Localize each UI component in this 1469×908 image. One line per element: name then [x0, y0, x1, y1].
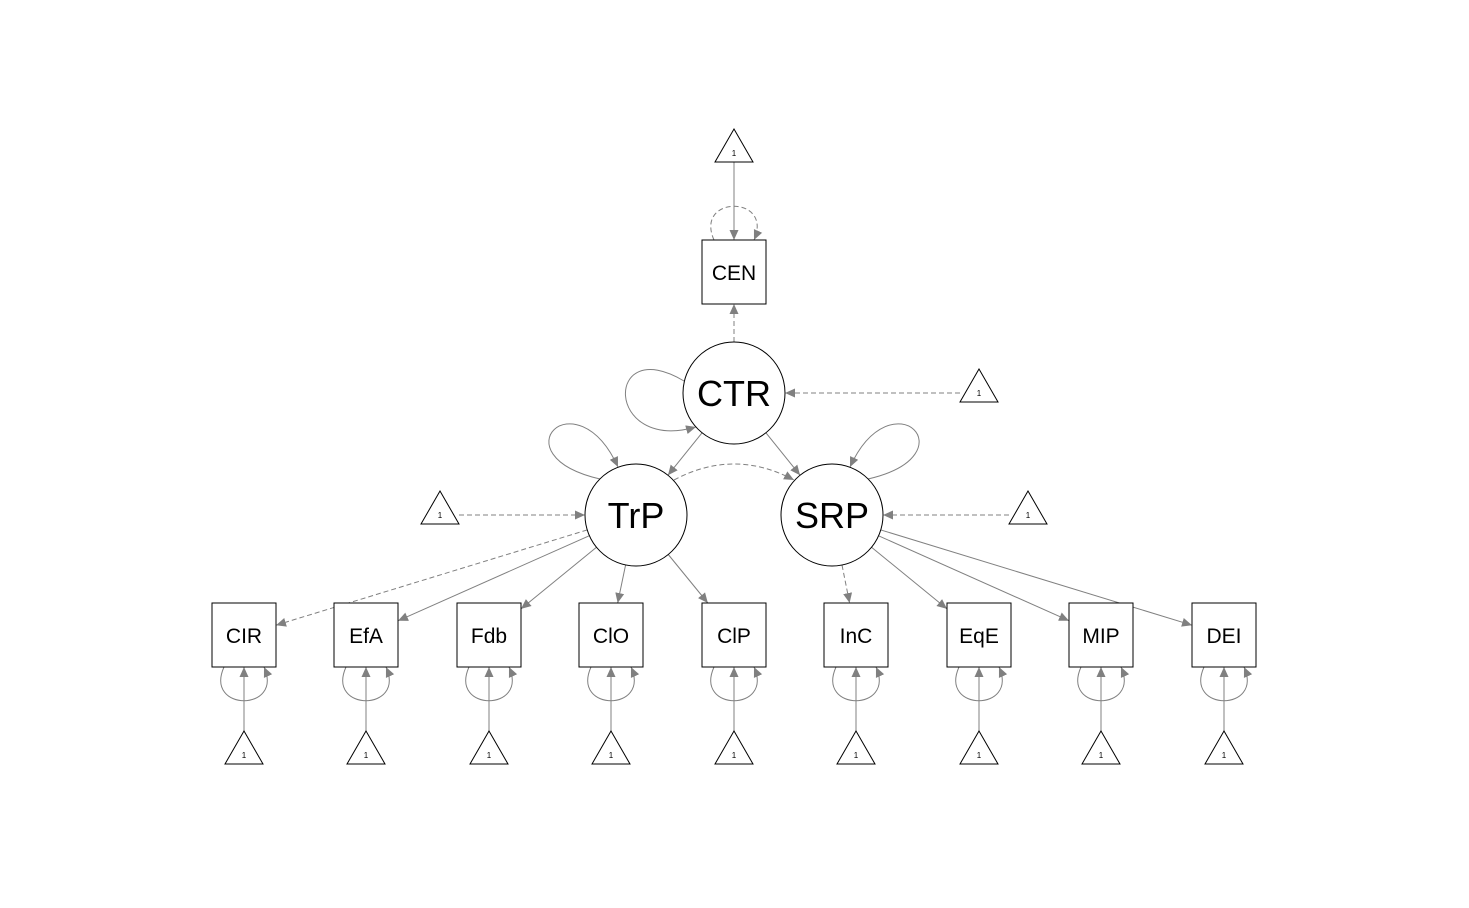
intercept-label-SRP: 1	[1026, 511, 1031, 520]
manifest-label-ClO: ClO	[593, 625, 629, 648]
intercept-triangle-DEI	[1204, 729, 1244, 765]
intercept-label-InC: 1	[854, 751, 859, 760]
residual-variance-DEI	[1200, 656, 1253, 702]
manifest-label-InC: InC	[840, 625, 873, 648]
manifest-label-DEI: DEI	[1206, 625, 1241, 648]
loading-CTR-TrP	[667, 432, 703, 476]
intercept-label-EfA: 1	[364, 751, 369, 760]
residual-variance-TrP	[548, 423, 619, 486]
residual-variance-CIR	[220, 656, 273, 702]
loading-CTR-SRP	[765, 432, 801, 476]
residual-variance-EfA	[342, 656, 395, 702]
intercept-label-MIP: 1	[1099, 751, 1104, 760]
intercept-triangle-EfA	[346, 729, 386, 765]
latent-SRP	[780, 463, 884, 567]
intercept-label-DEI: 1	[1222, 751, 1227, 760]
intercept-triangle-EqE	[959, 729, 999, 765]
intercept-triangle-CIR	[224, 729, 264, 765]
intercept-triangle-ClO	[591, 729, 631, 765]
latent-label-TrP: TrP	[608, 495, 665, 536]
intercept-triangle-SRP	[1008, 489, 1048, 525]
edges-layer	[220, 162, 1253, 735]
residual-variance-EqE	[955, 656, 1008, 702]
intercept-triangle-Fdb	[469, 729, 509, 765]
loading-TrP-ClP	[667, 554, 709, 604]
manifest-label-ClP: ClP	[717, 625, 751, 648]
intercept-label-ClP: 1	[732, 751, 737, 760]
intercept-triangle-TrP	[420, 489, 460, 525]
loading-SRP-InC	[841, 564, 853, 604]
manifest-label-CIR: CIR	[226, 625, 262, 648]
manifest-EfA	[333, 602, 399, 668]
manifest-label-CEN: CEN	[712, 262, 756, 285]
residual-variance-CEN	[710, 205, 763, 251]
latent-label-CTR: CTR	[697, 373, 771, 414]
residual-variance-CTR	[625, 369, 697, 435]
loading-TrP-EfA	[397, 535, 590, 622]
manifest-label-MIP: MIP	[1082, 625, 1119, 648]
intercept-label-CIR: 1	[242, 751, 247, 760]
intercept-label-CTR: 1	[977, 389, 982, 398]
intercept-triangle-MIP	[1081, 729, 1121, 765]
manifest-DEI	[1191, 602, 1257, 668]
manifest-label-EqE: EqE	[959, 625, 999, 648]
manifest-Fdb	[456, 602, 522, 668]
loading-SRP-EqE	[871, 546, 948, 610]
manifest-label-EfA: EfA	[349, 625, 383, 648]
latent-CTR	[682, 341, 786, 445]
intercept-triangle-InC	[836, 729, 876, 765]
intercept-triangle-CEN	[714, 127, 754, 163]
loading-TrP-Fdb	[520, 546, 597, 610]
manifest-ClO	[578, 602, 644, 668]
intercept-label-TrP: 1	[438, 511, 443, 520]
intercept-label-Fdb: 1	[487, 751, 492, 760]
intercept-label-ClO: 1	[609, 751, 614, 760]
manifest-CIR	[211, 602, 277, 668]
manifest-ClP	[701, 602, 767, 668]
intercept-label-CEN: 1	[732, 149, 737, 158]
latent-TrP	[584, 463, 688, 567]
manifest-MIP	[1068, 602, 1134, 668]
manifest-EqE	[946, 602, 1012, 668]
residual-variance-Fdb	[465, 656, 518, 702]
residual-variance-ClP	[710, 656, 763, 702]
residual-variance-MIP	[1077, 656, 1130, 702]
manifest-CEN	[701, 239, 767, 305]
latent-label-SRP: SRP	[795, 495, 869, 536]
intercept-triangle-ClP	[714, 729, 754, 765]
residual-variance-InC	[832, 656, 885, 702]
manifest-InC	[823, 602, 889, 668]
residual-variance-SRP	[849, 423, 920, 486]
residual-variance-ClO	[587, 656, 640, 702]
loading-SRP-DEI	[880, 529, 1193, 627]
loading-TrP-CIR	[275, 529, 588, 627]
manifest-label-Fdb: Fdb	[471, 625, 507, 648]
loading-SRP-MIP	[878, 535, 1070, 622]
intercept-triangle-CTR	[959, 367, 999, 403]
intercept-label-EqE: 1	[977, 751, 982, 760]
covariance-TrP-SRP	[663, 463, 795, 489]
loading-TrP-ClO	[615, 564, 627, 604]
